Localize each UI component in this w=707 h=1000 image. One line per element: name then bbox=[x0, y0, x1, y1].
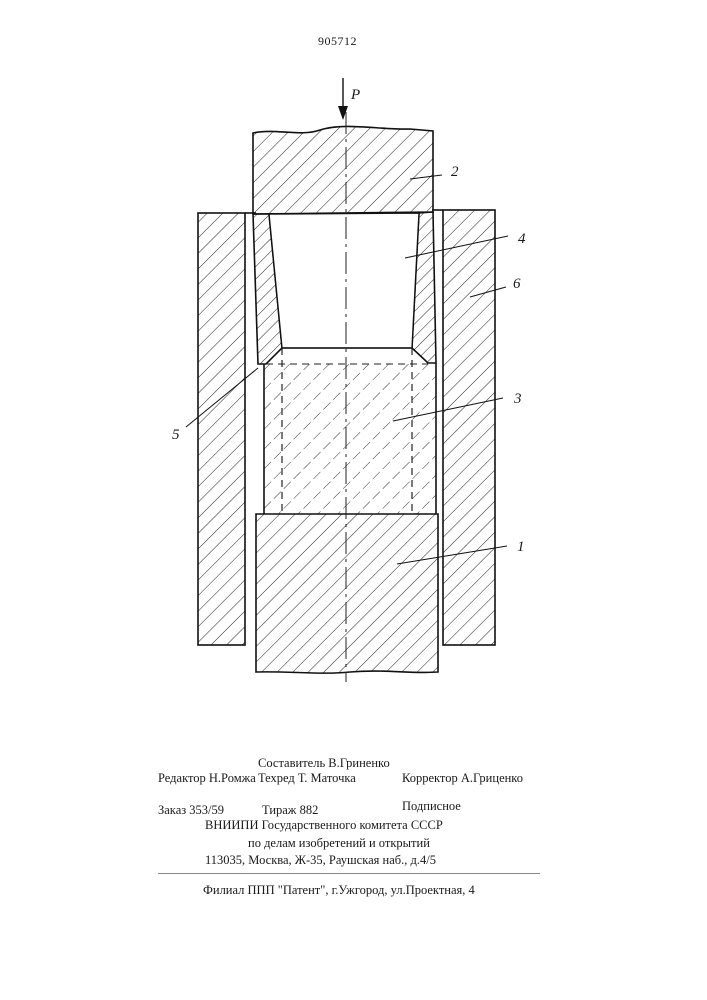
cavity bbox=[269, 213, 419, 348]
sleeve-left-wall bbox=[198, 213, 256, 645]
imprint-subscription: Подписное bbox=[402, 799, 461, 814]
imprint-corrector: Корректор А.Гриценко bbox=[402, 771, 523, 786]
part-label-3: 3 bbox=[513, 391, 522, 407]
imprint-org-line1: ВНИИПИ Государственного комитета СССР bbox=[205, 818, 443, 833]
part-label-6: 6 bbox=[513, 276, 521, 292]
imprint-techred: Техред Т. Маточка bbox=[258, 771, 356, 786]
part-label-4: 4 bbox=[518, 231, 526, 247]
imprint-order: Заказ 353/59 bbox=[158, 803, 224, 818]
imprint-compiler: Составитель В.Гриненко bbox=[258, 756, 390, 771]
imprint-address: 113035, Москва, Ж-35, Раушская наб., д.4… bbox=[205, 853, 436, 868]
force-label: P bbox=[350, 87, 360, 103]
imprint-divider bbox=[158, 873, 540, 874]
part-label-2: 2 bbox=[451, 164, 459, 180]
sleeve-right-wall bbox=[432, 210, 495, 645]
lower-punch bbox=[256, 514, 438, 673]
technical-drawing: P 2 4 6 3 5 1 bbox=[0, 0, 707, 700]
upper-punch bbox=[253, 126, 433, 214]
imprint-circulation: Тираж 882 bbox=[262, 803, 318, 818]
imprint-org-line2: по делам изобретений и открытий bbox=[248, 836, 430, 851]
imprint-editor: Редактор Н.Ромжа bbox=[158, 771, 256, 786]
blank bbox=[264, 348, 436, 514]
imprint-branch: Филиал ППП "Патент", г.Ужгород, ул.Проек… bbox=[203, 883, 475, 898]
part-label-1: 1 bbox=[517, 539, 525, 555]
part-label-5: 5 bbox=[172, 427, 180, 443]
